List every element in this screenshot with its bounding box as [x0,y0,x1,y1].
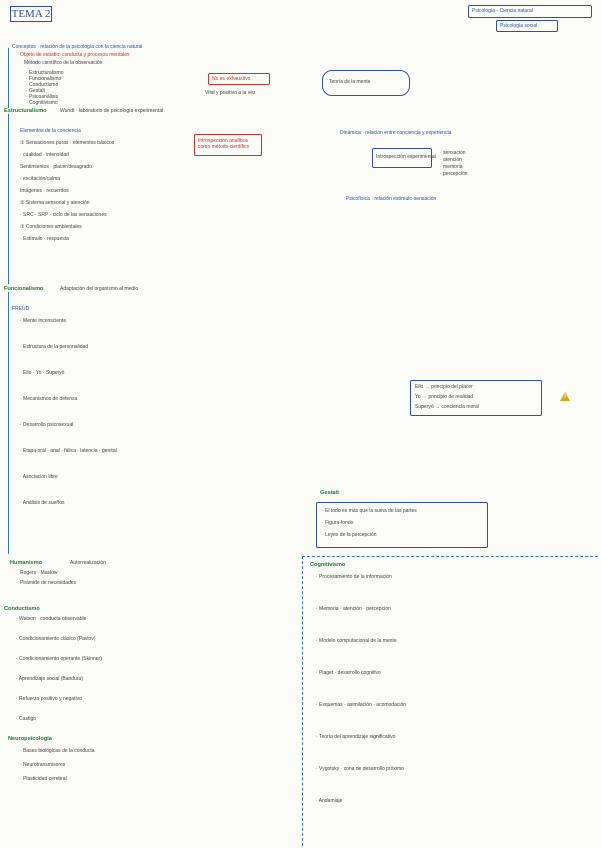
list-item: · Funcionalismo [26,76,62,82]
list-item: · memoria [440,164,463,170]
freud-box-l3: Superyó → conciencia moral [415,404,479,410]
list-item: · Mecanismos de defensa [20,396,78,402]
list-item: · Plasticidad cerebral [20,776,67,782]
list-item: · Memoria · atención · percepción [316,606,391,612]
red-method-text: Introspección analítica como método cien… [198,138,250,150]
list-item: · percepción [440,171,468,177]
list-item: · Desarrollo psicosexual [20,422,74,428]
page-title: TEMA 2 [10,6,52,22]
list-item: · Piaget · desarrollo cognitivo [316,670,381,676]
gestalt-heading: Gestalt [320,490,339,496]
list-item: · Andamiaje [316,798,343,804]
list-item: Imágenes · recuerdos [20,188,69,194]
red-note-1-text: No es exhaustivo [212,76,251,82]
list-item: ① Sensaciones puras · elementos básicos [20,140,115,146]
right-mid-box: Introspección experimental [372,148,436,168]
funcionalismo-heading: Funcionalismo [4,286,44,292]
list-item: ③ Condiciones ambientales [20,224,82,230]
red-method-box: Introspección analítica como método cien… [194,134,262,156]
list-item: · atención [440,157,462,163]
right-mid-box-text: Introspección experimental [376,154,436,160]
gestalt-box [316,502,488,548]
list-item: Sentimientos · placer/desagrado [20,164,92,170]
theory-box-text: Teoría de la mente [329,79,371,85]
list-item: · El todo es más que la suma de las part… [322,508,417,514]
freud-box-l1: Ello → principio del placer [415,384,473,390]
top-right-box-2-text: Psicología social [500,23,538,29]
list-item: · Leyes de la percepción [322,532,377,538]
top-right-box-1: Psicología - Ciencia natural [468,5,592,18]
list-item: · Figura-fondo [322,520,354,526]
list-item: · cualidad · intensidad [20,152,69,158]
humanismo-line-3: Pirámide de necesidades [20,580,77,586]
connector-line [8,114,9,284]
list-item: · Ello · Yo · Superyó [20,370,65,376]
list-item: · Asociación libre [20,474,58,480]
list-item: · Mente inconsciente [20,318,67,324]
list-item: · Psicoanálisis [26,94,58,100]
humanismo-heading: Humanismo [10,560,43,566]
list-item: · Condicionamiento operante (Skinner) [16,656,102,662]
list-item: · Neurotransmisores [20,762,66,768]
column-divider [302,556,303,846]
top-right-box-2: Psicología social [496,20,558,32]
top-right-box-1-text: Psicología - Ciencia natural [472,8,533,14]
list-item: · Aprendizaje social (Bandura) [16,676,83,682]
list-item: · Teoría del aprendizaje significativo [316,734,396,740]
list-item: · Esquemas · asimilación · acomodación [316,702,407,708]
freud-box-l2: Yo → principio de realidad [415,394,474,400]
list-item: · Watson · conducta observable [16,616,87,622]
estructuralismo-line-1: Wundt · laboratorio de psicología experi… [60,108,164,114]
list-item: · Estructuralismo [26,70,64,76]
list-item: · Modelo computacional de la mente [316,638,397,644]
red-note-1: No es exhaustivo [208,73,270,85]
cognitivismo-heading: Cognitivismo [310,562,346,568]
list-item: · Refuerzo positivo y negativo [16,696,82,702]
list-item: · SRC · SRP · ciclo de las sensaciones [20,212,107,218]
right-top-divider [302,556,598,557]
estructuralismo-heading: Estructuralismo [4,108,47,114]
funcionalismo-sub: FREUD [12,306,30,312]
intro-line-1: Conceptos · relación de la psicología co… [12,44,143,50]
list-item: · Estímulo · respuesta [20,236,69,242]
list-item: · excitación/calma [20,176,61,182]
list-item: · Etapa oral · anal · fálica · latencia … [20,448,117,454]
list-item: ② Sistema sensorial y atención [20,200,90,206]
neuro-heading: Neuropsicología [8,736,52,742]
freud-box: Ello → principio del placer Yo → princip… [410,380,542,416]
connector-line [8,48,9,108]
right-mid-line-2: Psicofísica · relación estímulo-sensació… [346,196,437,202]
list-item: · Vygotsky · zona de desarrollo próximo [316,766,404,772]
connector-line [8,292,9,554]
conductismo-heading: Conductismo [4,606,40,612]
list-item: · Castigo [16,716,37,722]
list-item: · Bases biológicas de la conducta [20,748,95,754]
list-item: · Gestalt [26,88,45,94]
theory-box: Teoría de la mente [322,70,410,96]
intro-line-2: Objeto de estudio: conducta y procesos m… [20,52,130,58]
list-item: · Condicionamiento clásico (Pavlov) [16,636,96,642]
funcionalismo-line-1: Adaptación del organismo al medio [60,286,139,292]
warning-icon [560,392,570,401]
estructuralismo-sub-heading: Elementos de la conciencia [20,128,81,134]
right-mid-line-1: Dinámica · relación entre conciencia y e… [340,130,452,136]
list-item: · Cognitivismo [26,100,58,106]
list-item: · Estructura de la personalidad [20,344,89,350]
list-item: · Análisis de sueños [20,500,65,506]
list-item: · Conductismo [26,82,59,88]
list-item: · Procesamiento de la información [316,574,392,580]
humanismo-line-1: Autorrealización [70,560,106,566]
list-item: · sensación [440,150,466,156]
humanismo-line-2: Rogers · Maslow [20,570,58,576]
red-note-2: Vital y positivo a la vez [205,90,256,96]
intro-line-3: Método científico de la observación [24,60,103,66]
